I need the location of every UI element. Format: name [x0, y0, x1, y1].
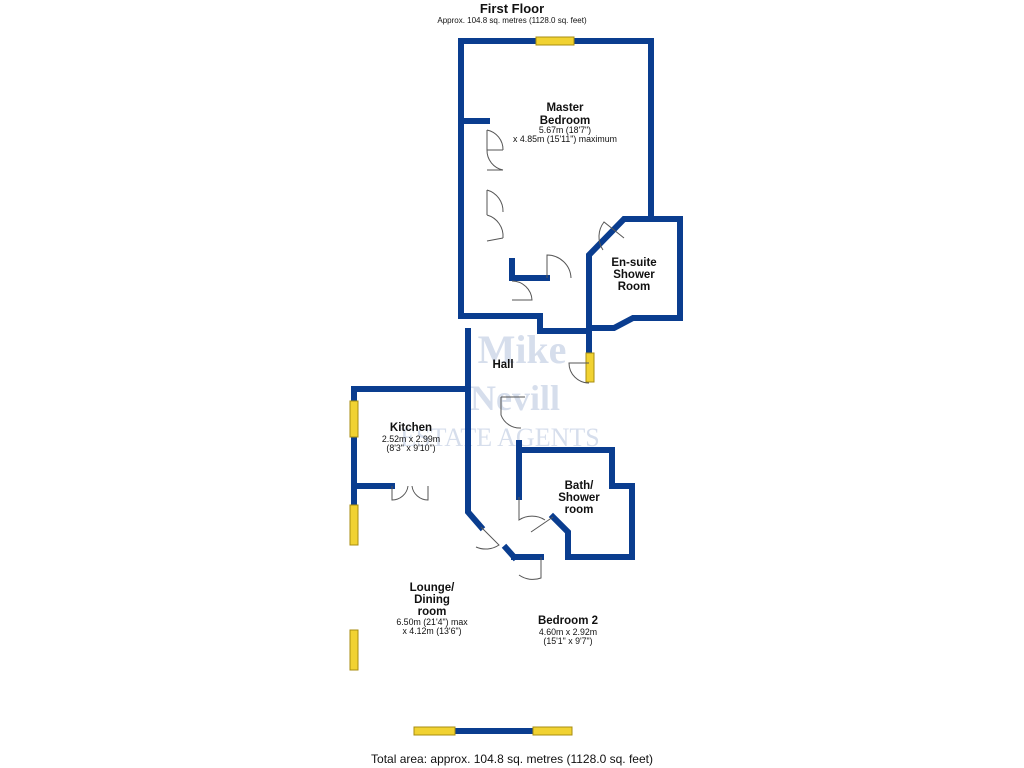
room-name: Dining — [414, 594, 450, 606]
door-hall-east — [568, 362, 590, 384]
window-lounge-west-2 — [349, 629, 359, 671]
door-closet-2 — [486, 149, 504, 171]
window-bedroom2-south — [532, 726, 573, 736]
room-name: En-suite — [611, 257, 656, 269]
wall-hall-diag — [501, 543, 519, 562]
room-dimensions: 2.52m x 2.99m — [382, 434, 440, 444]
wall-bath-inner — [548, 512, 571, 560]
walls — [351, 38, 683, 734]
room-dimensions: 4.60m x 2.92m — [539, 627, 597, 637]
watermark: Mike Nevill ESTATE AGENTS — [400, 327, 599, 452]
room-name: Bedroom 2 — [538, 615, 598, 627]
room-name: Room — [618, 281, 651, 293]
wall-kitchen-right — [465, 386, 486, 532]
room-master-bedroom: Master Bedroom 5.67m (18'7") x 4.85m (15… — [513, 102, 617, 144]
room-bath: Bath/ Shower room — [558, 480, 600, 516]
wall-hall-top — [463, 313, 592, 334]
wall-ensuite-left — [586, 216, 654, 281]
window-kitchen-west — [349, 400, 359, 438]
room-dimensions: (15'1" x 9'7") — [543, 636, 592, 646]
door-closet-4 — [486, 214, 504, 242]
window-lounge-south — [413, 726, 456, 736]
door-bath — [518, 497, 554, 533]
floor-title: First Floor — [479, 1, 545, 16]
room-name: room — [418, 606, 447, 618]
room-name: Shower — [613, 269, 655, 281]
room-dimensions: 6.50m (21'4") max — [396, 617, 468, 627]
wall-kitchen-top — [351, 386, 471, 404]
room-lounge: Lounge/ Dining room 6.50m (21'4") max x … — [396, 582, 468, 636]
window-hall-east — [585, 352, 595, 383]
room-name: Kitchen — [390, 422, 432, 434]
room-name: Hall — [492, 359, 513, 371]
floor-area: Approx. 104.8 sq. metres (1128.0 sq. fee… — [437, 16, 587, 25]
door-hall-inner — [500, 396, 525, 429]
room-dimensions: x 4.85m (15'11") maximum — [513, 134, 617, 144]
room-name: Bath/ — [565, 480, 595, 492]
wall-closet-store — [509, 258, 550, 281]
total-area: Total area: approx. 104.8 sq. metres (11… — [371, 752, 653, 766]
watermark-line-2: Nevill — [470, 378, 560, 418]
watermark-line-1: Mike — [478, 327, 567, 372]
room-bedroom2: Bedroom 2 4.60m x 2.92m (15'1" x 9'7") — [538, 615, 598, 646]
room-name: room — [565, 504, 594, 516]
door-master — [546, 254, 572, 279]
wall-master-outer — [458, 38, 539, 319]
door-store — [511, 280, 533, 301]
door-bedroom2 — [518, 557, 542, 580]
room-dimensions: (8'3" x 9'10") — [386, 443, 435, 453]
room-dimensions: x 4.12m (13'6") — [402, 626, 461, 636]
window-lounge-west-1 — [349, 504, 359, 546]
room-name: Bedroom — [540, 115, 590, 127]
door-closet-3 — [486, 189, 504, 215]
window-master-top — [535, 36, 575, 46]
doors — [391, 129, 625, 580]
room-name: Shower — [558, 492, 600, 504]
room-dimensions: 5.67m (18'7") — [539, 125, 591, 135]
room-ensuite: En-suite Shower Room — [611, 257, 656, 293]
door-closet-1 — [486, 129, 504, 151]
room-name: Master — [546, 102, 584, 114]
room-name: Lounge/ — [410, 582, 456, 594]
door-ensuite — [598, 221, 625, 251]
windows — [349, 36, 595, 736]
door-kitchen-double — [391, 485, 429, 501]
wall-master-top-right — [571, 38, 683, 331]
room-kitchen: Kitchen 2.52m x 2.99m (8'3" x 9'10") — [382, 422, 440, 453]
room-hall: Hall — [492, 359, 513, 371]
door-lounge — [475, 526, 500, 550]
